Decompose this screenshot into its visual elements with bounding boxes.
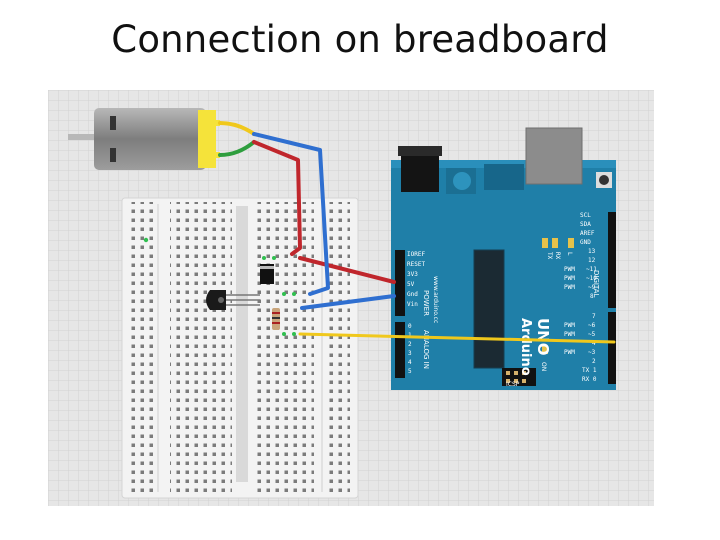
pin-label-rx: RX 0 bbox=[582, 376, 597, 383]
pin-label-10: ~10 bbox=[586, 275, 597, 282]
power-label: POWER bbox=[422, 290, 430, 316]
led-labels: L TX RX bbox=[546, 252, 573, 260]
pwm-label-9: PWM bbox=[564, 284, 575, 291]
pin-label-3v3: 3V3 bbox=[407, 271, 418, 278]
pin-label-scl: SCL bbox=[580, 212, 591, 219]
icsp-label: ICSP bbox=[506, 381, 520, 388]
digital-label: DIGITAL bbox=[592, 270, 600, 297]
pin-label-7: 7 bbox=[592, 313, 596, 320]
pin-label-2: 2 bbox=[592, 358, 596, 365]
pin-label-sda: SDA bbox=[580, 221, 591, 228]
wires bbox=[218, 121, 616, 344]
pwm-label-5: PWM bbox=[564, 331, 575, 338]
arduino-board-icon bbox=[391, 127, 616, 390]
analog-pin-0: 0 bbox=[408, 323, 412, 330]
digital-bottom-labels: 7 ~6 ~5 4 ~3 2 TX 1 RX 0 bbox=[582, 313, 597, 383]
analog-pin-4: 4 bbox=[408, 359, 412, 366]
led-label-rx: RX bbox=[554, 252, 561, 260]
pin-label-9: ~9 bbox=[588, 284, 596, 291]
motor-yellow-lead bbox=[218, 121, 256, 136]
resistor-icon bbox=[272, 308, 280, 330]
dc-motor-icon bbox=[68, 108, 220, 170]
board-website-label: www.arduino.cc bbox=[432, 276, 439, 323]
pin-label-vin: Vin bbox=[407, 301, 418, 308]
pin-label-4: 4 bbox=[592, 340, 596, 347]
circuit-svg: Arduino UNO www.arduino.cc POWER ANALOG … bbox=[48, 90, 654, 506]
transistor-icon bbox=[206, 290, 260, 310]
pin-label-13: 13 bbox=[588, 248, 596, 255]
analog-pin-5: 5 bbox=[408, 368, 412, 375]
pin-label-12: 12 bbox=[588, 257, 596, 264]
wire-blue-gnd bbox=[300, 294, 396, 310]
pwm-label-11: PWM bbox=[564, 266, 575, 273]
pin-label-11: ~11 bbox=[586, 266, 597, 273]
wire-red-5v bbox=[298, 256, 396, 284]
circuit-diagram: Arduino UNO www.arduino.cc POWER ANALOG … bbox=[48, 90, 654, 506]
diode-icon bbox=[260, 264, 274, 284]
wire-blue-motor bbox=[252, 132, 330, 296]
pin-label-gnd-top: GND bbox=[580, 239, 591, 246]
led-label-tx: TX bbox=[546, 252, 553, 260]
board-brand-label: Arduino bbox=[518, 318, 533, 376]
pin-label-aref: AREF bbox=[580, 230, 595, 237]
analog-pin-3: 3 bbox=[408, 350, 412, 357]
pin-label-reset: RESET bbox=[407, 261, 425, 268]
breadboard-icon bbox=[121, 197, 359, 499]
wire-yellow-signal bbox=[298, 332, 616, 344]
pin-label-ioref: IOREF bbox=[407, 251, 425, 258]
pin-label-8: 8 bbox=[590, 293, 594, 300]
power-header-labels: IOREF RESET 3V3 5V Gnd Vin bbox=[407, 251, 425, 308]
pin-label-tx: TX 1 bbox=[582, 367, 597, 374]
pin-label-3: ~3 bbox=[588, 349, 596, 356]
pin-label-gnd: Gnd bbox=[407, 291, 418, 298]
pwm-label-10: PWM bbox=[564, 275, 575, 282]
board-model-label: UNO bbox=[534, 318, 552, 356]
pin-label-5v: 5V bbox=[407, 281, 415, 288]
analog-pin-2: 2 bbox=[408, 341, 412, 348]
pwm-label-3: PWM bbox=[564, 349, 575, 356]
pwm-label-6: PWM bbox=[564, 322, 575, 329]
wire-red-motor bbox=[252, 140, 302, 256]
pin-label-5: ~5 bbox=[588, 331, 596, 338]
on-label: ON bbox=[540, 362, 547, 371]
motor-green-lead bbox=[218, 140, 256, 157]
pin-label-6: ~6 bbox=[588, 322, 596, 329]
digital-top-labels: SCL SDA AREF GND 13 12 ~11 ~10 ~9 8 bbox=[580, 212, 597, 300]
pwm-labels: PWM PWM PWM PWM PWM PWM bbox=[564, 266, 575, 356]
analog-in-label: ANALOG IN bbox=[422, 330, 430, 369]
led-label-l: L bbox=[566, 252, 573, 256]
page-title: Connection on breadboard bbox=[111, 18, 609, 61]
